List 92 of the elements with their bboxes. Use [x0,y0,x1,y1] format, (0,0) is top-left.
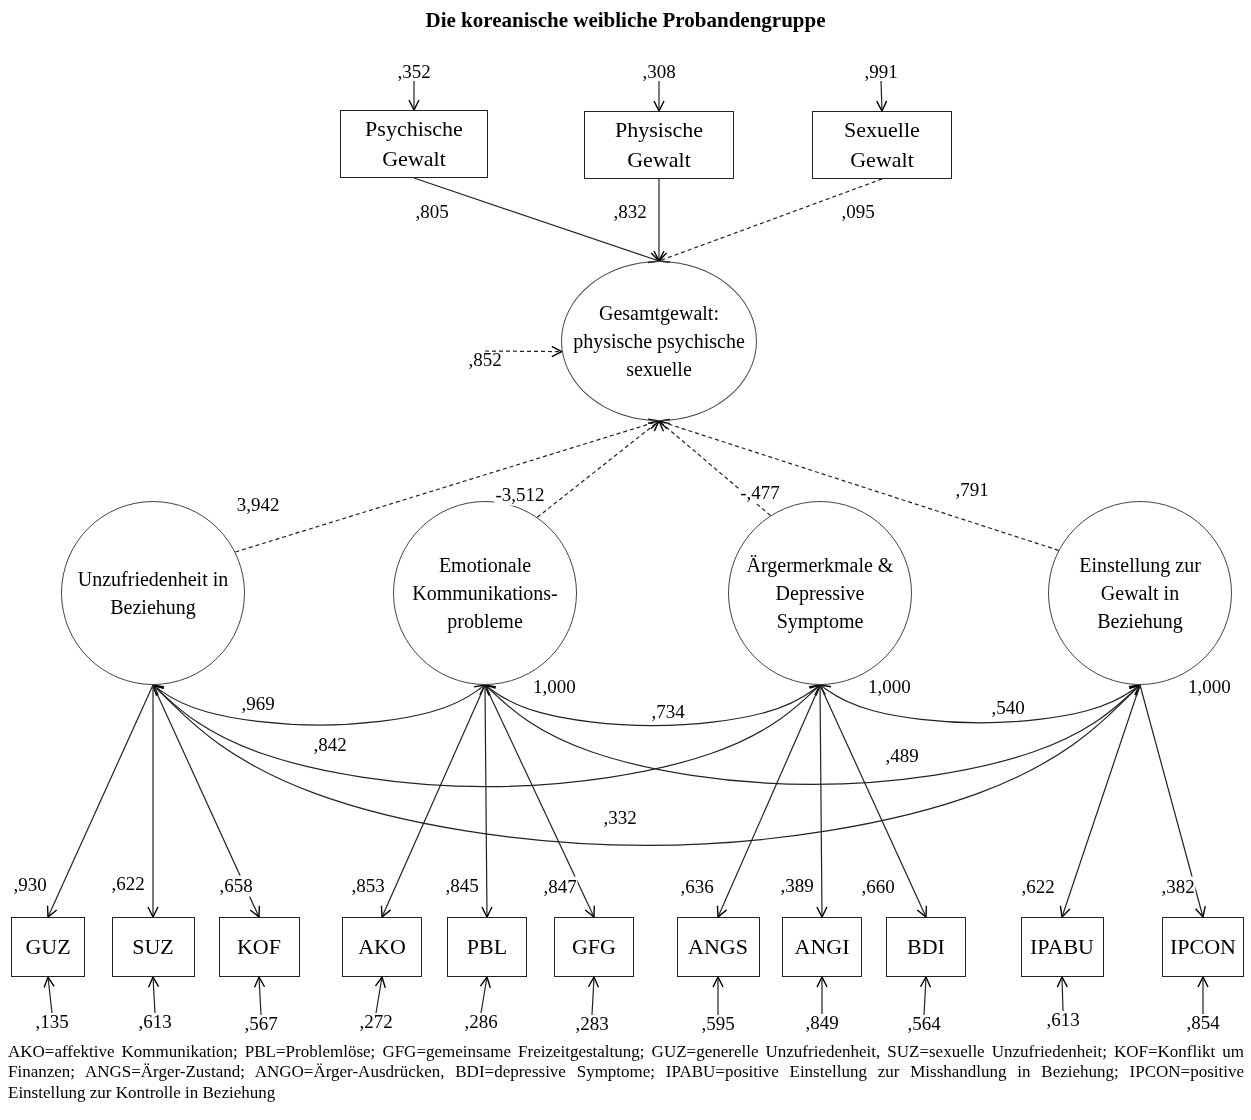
indicator-box [584,111,734,179]
arrow [484,345,563,358]
arrow [413,177,660,264]
arrow [658,418,1060,551]
indicator-box [676,917,760,977]
error-value: ,135 [30,1011,74,1033]
indicator-box [1020,917,1104,977]
covariance-arrow [819,684,1141,724]
arrow [374,976,386,1014]
variance-value: 1,000 [868,677,911,698]
indicator-box [218,917,300,977]
arrow [658,420,772,517]
path-coefficient: ,382 [1160,876,1196,898]
node-label: IPABU [1030,933,1094,962]
error-value: ,352 [392,61,436,83]
diagram-title: Die koreanische weibliche Probandengruppe [424,8,827,33]
node-label: Psychische Gewalt [364,115,464,173]
indicator-box [782,917,862,977]
arrow [653,178,665,262]
error-value: ,564 [902,1013,946,1035]
node-label: Gesamtgewalt: physische psychische sexuelle [572,301,746,382]
error-value: ,308 [637,61,681,83]
arrow [816,684,828,918]
node-label: Ärgermerkmale & Depressive Symptome [745,553,895,635]
arrow [43,976,55,1014]
path-coefficient: ,847 [542,876,578,898]
indicator-box [111,917,195,977]
error-value: ,272 [354,1011,398,1033]
arrow [658,178,883,263]
arrow [481,684,493,918]
arrow [712,976,724,1016]
arrow [1059,684,1141,918]
indicator-box [447,917,527,977]
arrow [147,976,160,1014]
node-label: GUZ [25,933,71,962]
node-label: GFG [572,933,616,962]
abbreviation-note: AKO=affektive Kommunikation; PBL=Problemlöse; GFG=gemeinsame Freizeitgestaltung; GUZ=generelle Unzufriedenheit, SUZ=sexuelle Unzufriedenheit; KOF=Konflikt um Finanzen; ANGS=Ärger-Zustand; ANGO=Ärger-Ausdrücken, BDI=depressive Symptome; IPABU=positive Einstellung zur Misshandlung in Beziehung; IPCON=positive Einstellung zur Kontrolle in Beziehung [8,1042,1244,1104]
variance-value: 1,000 [533,677,576,698]
covariance-arrow [484,684,821,727]
arrow [819,684,928,918]
path-coefficient: ,658 [218,875,254,897]
error-value: ,283 [570,1013,614,1035]
arrow [479,976,491,1014]
arrow [380,684,486,918]
error-value: ,852 [463,349,507,371]
error-value: ,849 [800,1012,844,1034]
indicator-box [554,917,634,977]
arrow [653,80,665,112]
arrow [716,684,821,918]
node-label: AKO [358,933,406,962]
error-value: ,595 [696,1013,740,1035]
arrow [147,684,159,918]
node-label: ANGS [688,933,748,962]
covariance-arrow [152,684,1141,846]
arrow [408,80,420,111]
error-value: ,854 [1181,1012,1225,1034]
node-label: Einstellung zur Gewalt in Beziehung [1078,553,1202,635]
indicator-box [340,110,488,178]
arrow [587,976,600,1016]
arrow [1139,684,1206,918]
node-label: SUZ [132,933,174,962]
error-value: ,567 [239,1013,283,1035]
error-value: ,613 [1041,1009,1085,1031]
arrow [816,976,828,1015]
error-value: ,991 [859,61,903,83]
node-label: Unzufriedenheit in Beziehung [76,567,230,621]
node-label: IPCON [1170,933,1236,962]
covariance-arrow [152,684,486,726]
indicator-box [886,917,966,977]
arrow [46,684,154,918]
arrow [253,976,266,1016]
indicator-box [11,917,85,977]
error-value: ,286 [459,1011,503,1033]
indicator-box [342,917,422,977]
variance-value: 1,000 [1188,677,1231,698]
node-label: Emotionale Kommunikations- probleme [411,553,559,635]
arrow [875,80,888,112]
node-label: BDI [907,933,945,962]
node-label: PBL [466,933,508,962]
arrow [152,684,261,918]
indicator-box [1162,917,1244,977]
indicator-box [812,111,952,179]
node-label: KOF [237,933,281,962]
arrow [1197,976,1209,1015]
arrow [536,420,660,518]
arrow [484,684,595,918]
error-value: ,613 [133,1011,177,1033]
arrow [919,976,932,1016]
node-label: Sexuelle Gewalt [843,116,921,174]
node-label: ANGI [794,933,850,962]
arrow [1056,976,1068,1012]
node-label: Physische Gewalt [614,116,704,174]
